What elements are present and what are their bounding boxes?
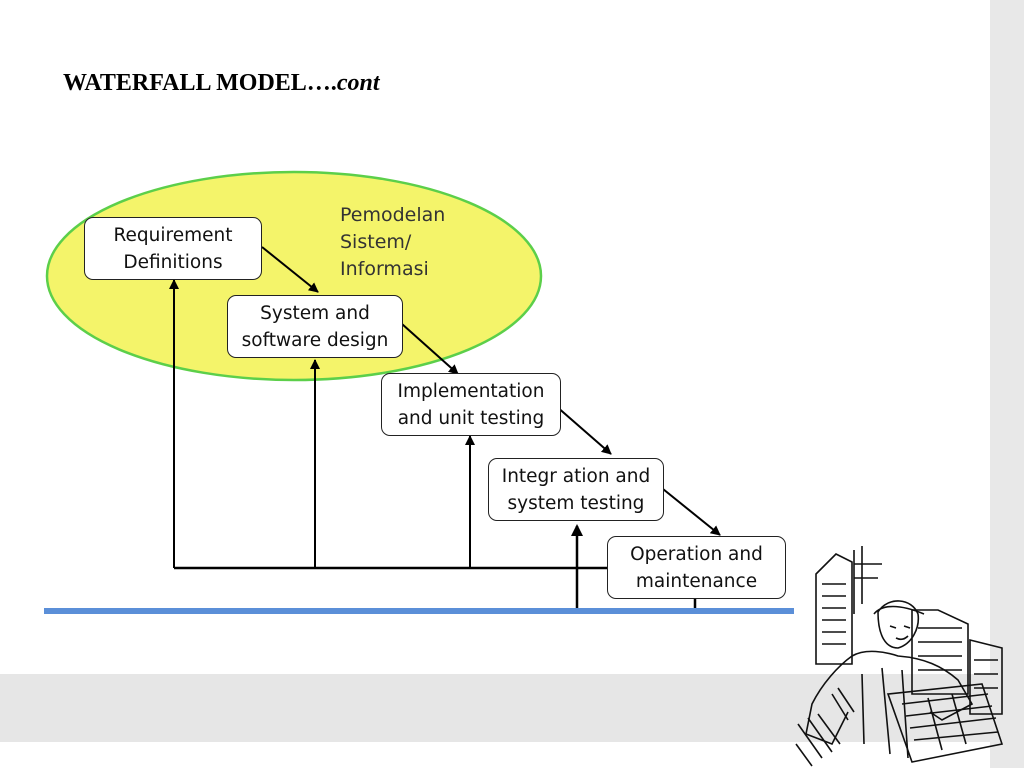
phase-requirements-box: Requirement Definitions <box>84 217 262 280</box>
phase-implementation-label: Implementation and unit testing <box>397 380 545 429</box>
modeling-ellipse-label: Pemodelan Sistem/ Informasi <box>340 204 446 280</box>
title-suffix: cont <box>336 70 380 96</box>
phase-integration-label: Integr ation and system testing <box>501 465 651 514</box>
bottom-accent-bar <box>44 608 794 616</box>
slide-title: WATERFALL MODEL….cont <box>63 70 379 97</box>
arrow-design-to-implementation <box>401 323 459 375</box>
clipart-drawing <box>795 546 1004 767</box>
caption-strip <box>44 614 794 628</box>
right-edge-strip <box>990 0 1024 768</box>
bottom-band <box>0 674 990 742</box>
feedback-loop-arrowhead <box>571 524 583 536</box>
waterfall-diagram: Requirement Definitions System and softw… <box>44 152 794 628</box>
phase-operation-label: Operation and maintenance <box>630 543 763 592</box>
phase-implementation-box: Implementation and unit testing <box>381 373 561 436</box>
phase-operation-box: Operation and maintenance <box>607 536 786 599</box>
phase-design-box: System and software design <box>227 295 403 358</box>
phase-design-label: System and software design <box>241 302 389 351</box>
arrow-integration-to-operation <box>662 488 721 536</box>
arrow-requirements-to-design <box>261 246 319 293</box>
title-main: WATERFALL MODEL…. <box>63 70 337 96</box>
construction-worker-sketch-icon <box>792 544 1012 768</box>
arrow-implementation-to-integration <box>555 405 612 455</box>
phase-requirements-label: Requirement Definitions <box>113 224 233 273</box>
phase-integration-box: Integr ation and system testing <box>488 458 664 521</box>
